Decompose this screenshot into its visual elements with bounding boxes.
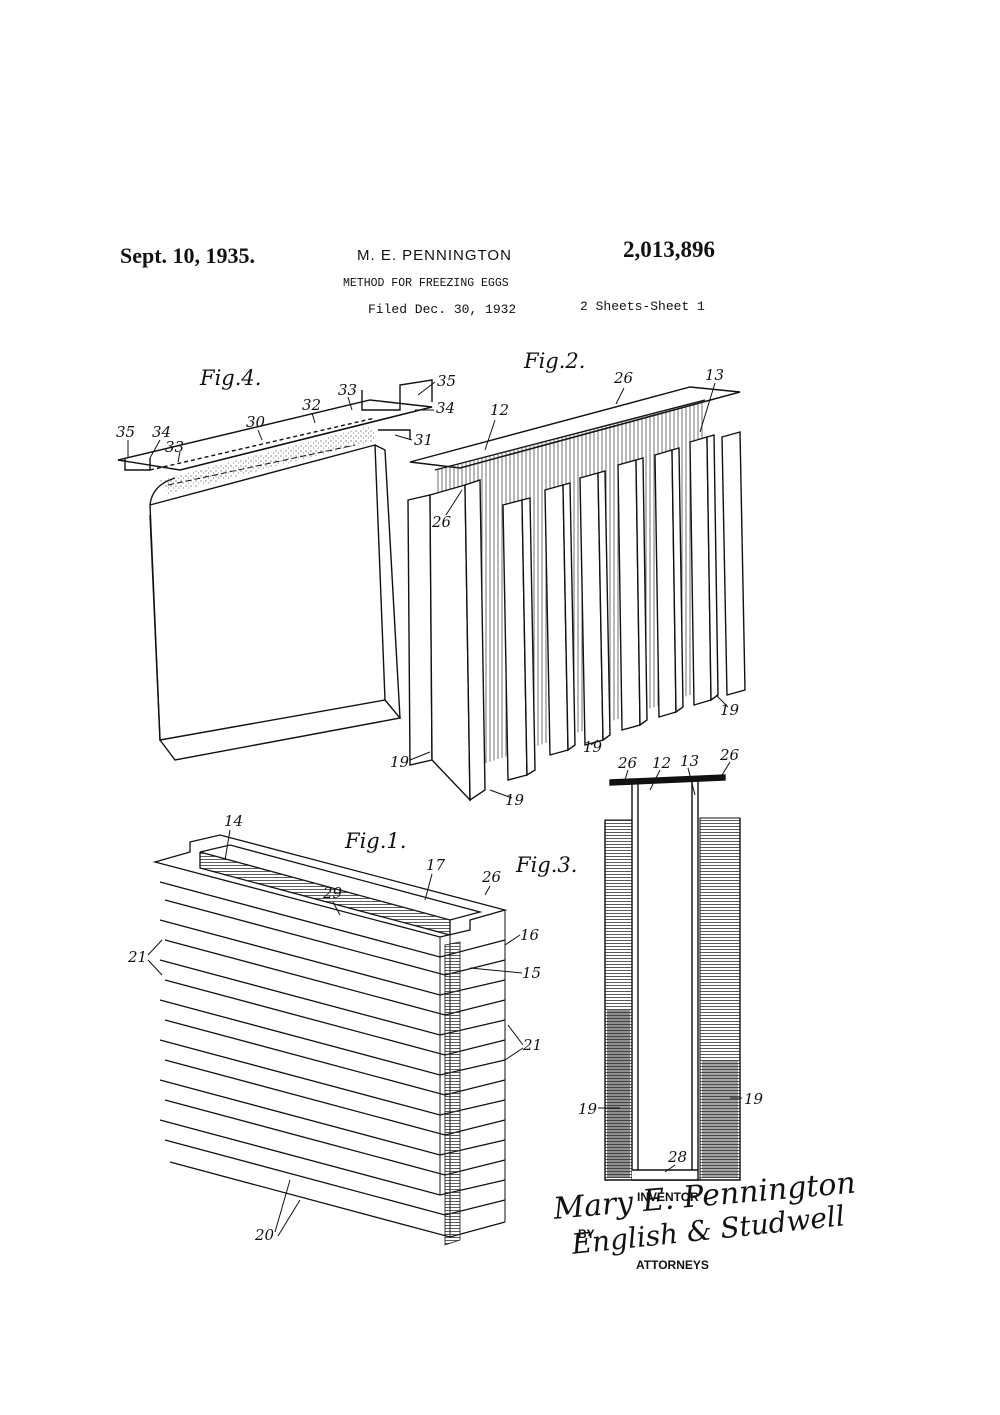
patent-number: 2,013,896 <box>623 237 715 262</box>
fig1-ref: 21 <box>127 948 147 966</box>
figure-4: Fig.4. 35 34 33 30 32 33 35 34 31 <box>116 366 456 761</box>
fig4-ref: 33 <box>165 438 184 456</box>
fig2-ref: 19 <box>583 738 603 756</box>
fig3-ref: 28 <box>667 1148 687 1166</box>
fig2-ref: 19 <box>720 701 740 719</box>
fig4-ref: 33 <box>338 381 357 399</box>
fig1-ref: 21 <box>522 1036 542 1054</box>
fig1-ref: 29 <box>322 884 343 902</box>
fig4-ref: 32 <box>302 396 321 414</box>
fig4-ref: 30 <box>246 413 266 431</box>
fig4-ref: 35 <box>116 423 135 441</box>
fig4-ref: 31 <box>414 431 433 449</box>
fig2-ref: 19 <box>390 753 410 771</box>
by-label: BY <box>578 1227 595 1241</box>
attorneys-label: ATTORNEYS <box>636 1258 709 1272</box>
fig3-ref: 19 <box>578 1100 598 1118</box>
fig1-ref: 26 <box>481 868 502 886</box>
fig3-label: Fig.3. <box>515 853 577 877</box>
fig4-ref: 35 <box>437 372 456 390</box>
fig2-ref: 26 <box>431 513 452 531</box>
inventor-name: M. E. PENNINGTON <box>357 247 512 264</box>
fig1-ref: 15 <box>522 964 541 982</box>
figure-1: Fig.1. 14 17 29 26 16 15 21 21 20 <box>127 812 542 1246</box>
fig1-label: Fig.1. <box>344 829 406 853</box>
filing-date: Filed Dec. 30, 1932 <box>368 302 517 317</box>
fig3-ref: 12 <box>652 754 671 772</box>
fig2-label: Fig.2. <box>523 349 585 373</box>
figure-3: Fig.3. 26 12 13 26 19 19 28 <box>515 746 764 1181</box>
patent-date: Sept. 10, 1935. <box>120 243 256 268</box>
fig2-ref: 13 <box>705 366 724 384</box>
fig3-ref: 26 <box>617 754 638 772</box>
fig1-ref: 16 <box>520 926 540 944</box>
fig3-ref: 13 <box>680 752 699 770</box>
fig1-ref: 14 <box>224 812 243 830</box>
fig4-ref: 34 <box>436 399 455 417</box>
fig2-ref: 26 <box>613 369 634 387</box>
patent-title: METHOD FOR FREEZING EGGS <box>343 277 509 290</box>
fig1-ref: 17 <box>426 856 446 874</box>
fig4-ref: 34 <box>152 423 171 441</box>
sheet-count: 2 Sheets-Sheet 1 <box>580 299 705 314</box>
inventor-label: INVENTOR <box>637 1190 699 1204</box>
fig3-ref: 26 <box>719 746 740 764</box>
fig4-label: Fig.4. <box>199 366 261 390</box>
fig2-ref: 19 <box>505 791 525 809</box>
fig3-ref: 19 <box>744 1090 764 1108</box>
figure-2: Fig.2. 26 13 12 26 19 19 19 19 19 <box>390 349 746 809</box>
fig2-ref: 12 <box>490 401 509 419</box>
fig1-ref: 20 <box>254 1226 275 1244</box>
